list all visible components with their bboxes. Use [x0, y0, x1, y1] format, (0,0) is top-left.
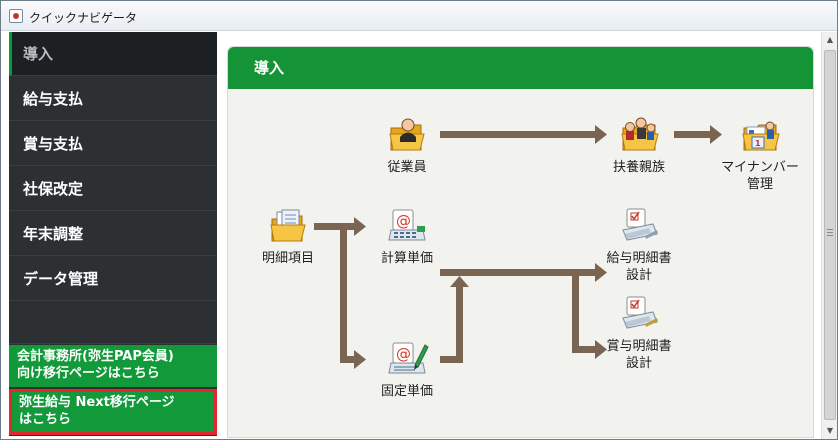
sidebar-item-year-end-adjustment[interactable]: 年末調整 [9, 212, 217, 256]
arrow-items-fixed-head [354, 350, 366, 369]
arrow-items-fixed [340, 356, 354, 363]
node-employee[interactable]: 従業員 [378, 115, 436, 176]
sidebar-item-social-insurance[interactable]: 社保改定 [9, 167, 217, 211]
flow-arrows [314, 125, 722, 369]
arrow-items-bracket-vertical [340, 223, 347, 363]
node-items[interactable]: 明細項目 [258, 206, 318, 267]
node-employee-label: 従業員 [387, 160, 427, 175]
slip-design-icon [622, 208, 658, 241]
sidebar-item-salary-payment[interactable]: 給与支払 [9, 77, 217, 121]
node-bonusslip-line2: 設計 [625, 356, 652, 371]
scrollbar-thumb[interactable] [824, 50, 836, 420]
node-items-label: 明細項目 [261, 251, 314, 266]
arrow-dependents-mynumber-head [710, 125, 722, 144]
sidebar: 導入 給与支払 賞与支払 社保改定 年末調整 データ管理 会計事務所(弥生PAP… [9, 32, 217, 436]
svg-text:1: 1 [755, 139, 761, 148]
node-mynumber-line2: 管理 [746, 177, 773, 192]
arrow-unit-bonusslip-head [595, 340, 607, 359]
svg-text:@: @ [396, 212, 411, 230]
arrow-fixed-up-head [450, 276, 469, 287]
arrow-employee-dependents [440, 131, 595, 138]
arrow-unit-right [440, 269, 595, 276]
folder-family-icon [621, 117, 659, 151]
node-unit-price[interactable]: @ 計算単価 [371, 206, 443, 267]
scrollbar-grip-icon [827, 229, 833, 236]
sidebar-item-introduction[interactable]: 導入 [9, 32, 217, 76]
node-fixed-price-label: 固定単価 [380, 384, 433, 399]
node-mynumber[interactable]: 1 マイナンバー 管理 [720, 115, 800, 193]
node-payslip-design[interactable]: 給与明細書 設計 [600, 206, 678, 284]
title-bar: クイックナビゲータ [1, 1, 837, 31]
pap-migration-link[interactable]: 会計事務所(弥生PAP会員) 向け移行ページはこちら [9, 345, 217, 387]
pap-migration-link-line1: 会計事務所(弥生PAP会員) [17, 349, 174, 364]
folder-id-card-icon: 1 [742, 121, 780, 151]
next-migration-link[interactable]: 弥生給与 Next移行ページ はこちら [9, 389, 217, 435]
node-bonusslip-design[interactable]: 賞与明細書 設計 [600, 294, 678, 372]
svg-text:@: @ [396, 345, 411, 363]
arrow-fixed-up [456, 287, 463, 363]
node-payslip-line1: 給与明細書 [606, 251, 672, 266]
node-fixed-price[interactable]: @ 固定単価 [371, 339, 443, 400]
next-migration-link-line1: 弥生給与 Next移行ページ [19, 395, 175, 410]
calculator-icon: @ [388, 209, 426, 241]
arrow-unit-payslip-head [595, 263, 607, 282]
folder-person-icon [389, 118, 425, 151]
arrow-fixed-right [440, 356, 463, 363]
pencil-form-icon: @ [388, 342, 429, 374]
node-mynumber-line1: マイナンバー [721, 160, 799, 175]
arrow-items-bracket-top [314, 223, 340, 230]
scroll-down-arrow-icon[interactable]: ▼ [826, 426, 834, 435]
sidebar-item-bonus-payment[interactable]: 賞与支払 [9, 122, 217, 166]
scroll-up-arrow-icon[interactable]: ▲ [826, 35, 834, 44]
panel-title: 導入 [228, 47, 813, 89]
node-unit-price-label: 計算単価 [380, 251, 433, 266]
sidebar-spacer [9, 302, 217, 344]
arrow-unit-down [572, 269, 579, 353]
arrow-dependents-mynumber [674, 131, 710, 138]
node-payslip-line2: 設計 [625, 268, 652, 283]
arrow-items-unit-head [354, 217, 366, 236]
slip-design-icon [622, 296, 658, 329]
app-icon [9, 9, 23, 23]
arrow-employee-dependents-head [595, 125, 607, 144]
node-bonusslip-line1: 賞与明細書 [606, 339, 672, 354]
sidebar-item-data-management[interactable]: データ管理 [9, 257, 217, 301]
workflow-diagram: 従業員 扶養親族 [228, 89, 813, 439]
arrow-unit-bonusslip [572, 346, 595, 353]
navigator-panel: 導入 [227, 46, 814, 438]
pap-migration-link-line2: 向け移行ページはこちら [17, 366, 160, 381]
vertical-scrollbar[interactable]: ▲ ▼ [821, 32, 837, 439]
node-dependents[interactable]: 扶養親族 [604, 115, 674, 176]
folder-document-icon [270, 209, 306, 242]
node-dependents-label: 扶養親族 [612, 160, 665, 175]
window-title: クイックナビゲータ [29, 11, 138, 25]
next-migration-link-line2: はこちら [19, 412, 72, 427]
